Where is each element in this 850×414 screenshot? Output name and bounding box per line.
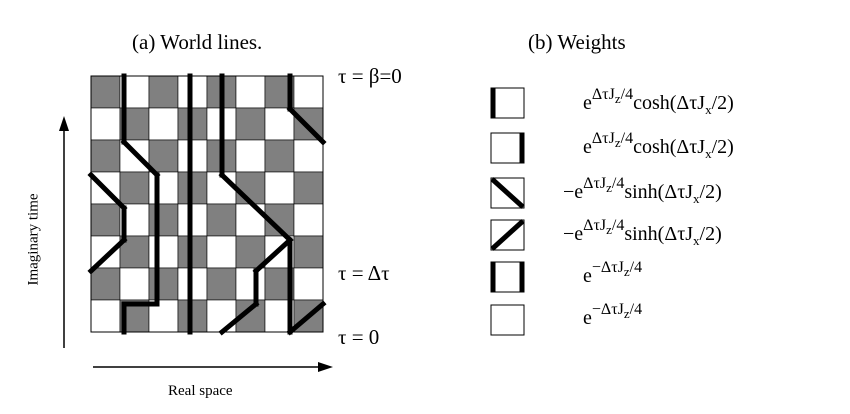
formula-function-tail: /2): [711, 136, 734, 158]
white-plaquette: [119, 267, 150, 301]
shaded-plaquette: [235, 235, 266, 269]
shaded-plaquette: [90, 139, 121, 173]
imaginary-time-arrowhead: [59, 116, 69, 131]
formula-function-subscript: x: [693, 233, 700, 248]
world-line-segment: [87, 171, 128, 212]
real-space-arrowhead: [318, 362, 333, 372]
formula-function: cosh(ΔτJ: [633, 136, 706, 158]
white-plaquette: [90, 235, 121, 269]
shaded-plaquette: [90, 75, 121, 109]
white-plaquette: [90, 107, 121, 141]
weight-formula: e−ΔτJz/4: [583, 302, 642, 330]
formula-prefix: e: [583, 136, 592, 158]
shaded-plaquette: [206, 203, 237, 237]
formula-exponent: ΔτJz/4: [591, 130, 634, 151]
white-plaquette: [235, 267, 266, 301]
formula-exponent: ΔτJz/4: [583, 175, 625, 196]
shaded-plaquette: [148, 139, 179, 173]
shaded-plaquette: [206, 267, 237, 301]
formula-function-tail: /2): [699, 181, 722, 203]
white-plaquette: [235, 139, 266, 173]
formula-prefix: e: [583, 265, 592, 287]
panel-a-title: (a) World lines.: [132, 30, 263, 54]
shaded-plaquette: [264, 139, 295, 173]
formula-function-tail: /2): [711, 92, 734, 114]
world-line-segment: [286, 300, 327, 336]
shaded-plaquette: [293, 235, 324, 269]
shaded-plaquette: [148, 267, 179, 301]
tau-top-label: τ = β=0: [338, 64, 402, 88]
formula-prefix: −e: [563, 223, 584, 245]
weight-formula: e−ΔτJz/4: [583, 260, 642, 288]
slash-diagonal-plaquette-icon: [490, 219, 525, 251]
white-plaquette: [235, 75, 266, 109]
world-line-segment: [120, 138, 161, 179]
white-plaquette: [293, 267, 324, 301]
world-line-segment: [252, 236, 294, 275]
weight-formula: eΔτJz/4cosh(ΔτJx/2): [583, 87, 734, 117]
white-plaquette: [264, 107, 295, 141]
formula-function: sinh(ΔτJ: [624, 223, 694, 245]
tau-zero-label: τ = 0: [338, 325, 380, 349]
world-line-segment: [218, 300, 260, 336]
weight-formula: eΔτJz/4cosh(ΔτJx/2): [583, 131, 734, 161]
formula-function: sinh(ΔτJ: [624, 181, 694, 203]
weight-formula: −eΔτJz/4sinh(ΔτJx/2): [563, 218, 722, 248]
shaded-plaquette: [119, 171, 150, 205]
formula-function-subscript: x: [705, 102, 712, 117]
shaded-plaquette: [90, 203, 121, 237]
weight-icons: [490, 87, 525, 336]
formula-function-subscript: x: [693, 191, 700, 206]
empty-plaquette-icon: [490, 304, 525, 336]
formula-exponent: −ΔτJz/4: [591, 301, 643, 322]
shaded-plaquette: [235, 107, 266, 141]
shaded-plaquette: [90, 267, 121, 301]
formula-prefix: e: [583, 92, 592, 114]
backslash-diagonal-plaquette-icon: [490, 177, 525, 209]
left-bar-plaquette-icon: [490, 87, 525, 119]
world-line-segment: [286, 105, 327, 146]
formula-prefix: −e: [563, 181, 584, 203]
world-line-segment: [218, 171, 294, 244]
shaded-plaquette: [148, 203, 179, 237]
white-plaquette: [148, 171, 179, 205]
imaginary-time-label: Imaginary time: [25, 193, 42, 286]
formula-prefix: e: [583, 307, 592, 329]
shaded-plaquette: [148, 75, 179, 109]
right-bar-plaquette-icon: [490, 132, 525, 164]
double-bar-plaquette-icon: [490, 261, 525, 293]
white-plaquette: [206, 235, 237, 269]
white-plaquette: [206, 299, 237, 333]
white-plaquette: [90, 299, 121, 333]
white-plaquette: [293, 75, 324, 109]
formula-function-tail: /2): [699, 223, 722, 245]
white-plaquette: [293, 139, 324, 173]
panel-b-title: (b) Weights: [528, 30, 626, 54]
world-line-paths: [87, 73, 327, 336]
formula-exponent: −ΔτJz/4: [591, 259, 643, 280]
white-plaquette: [148, 107, 179, 141]
formula-function-subscript: x: [705, 146, 712, 161]
shaded-plaquette: [293, 171, 324, 205]
weight-formula: −eΔτJz/4sinh(ΔτJx/2): [563, 176, 722, 206]
white-plaquette: [148, 235, 179, 269]
white-plaquette: [264, 171, 295, 205]
shaded-plaquette: [235, 171, 266, 205]
tau-delta-label: τ = Δτ: [338, 261, 390, 285]
formula-exponent: ΔτJz/4: [591, 86, 634, 107]
formula-function: cosh(ΔτJ: [633, 92, 706, 114]
lattice-border: [90, 75, 324, 333]
formula-exponent: ΔτJz/4: [583, 217, 625, 238]
real-space-label: Real space: [168, 383, 233, 399]
world-line-segment: [87, 236, 128, 275]
white-plaquette: [293, 203, 324, 237]
